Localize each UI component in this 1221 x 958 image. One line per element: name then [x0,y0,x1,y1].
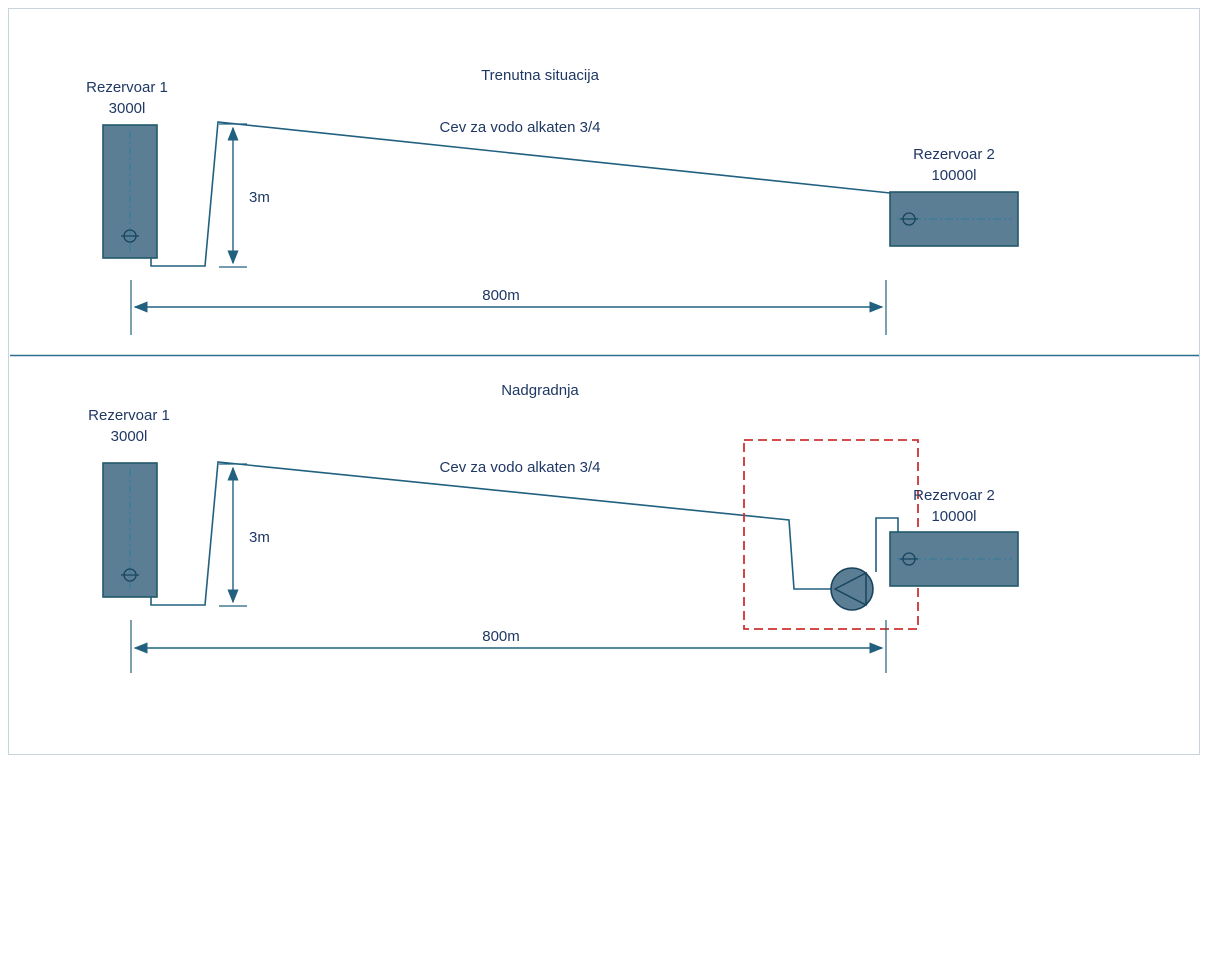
pipe-run-inlet [150,461,831,606]
tank2-name-label: Rezervoar 2 [913,487,995,504]
section-upgrade: Nadgradnja Rezervoar 1 3000l Cev za vodo… [88,382,1019,673]
distance-dimension: 800m [130,280,887,335]
section-title: Nadgradnja [501,382,579,399]
tank2-capacity-label: 10000l [931,167,976,184]
distance-dimension: 800m [130,620,887,673]
height-dimension-label: 3m [249,529,270,546]
pipe-label: Cev za vodo alkaten 3/4 [440,459,601,476]
tank1-valve-icon [121,568,139,582]
distance-dimension-label: 800m [482,628,520,645]
tank1-name-label: Rezervoar 1 [88,407,170,424]
tank1-valve-icon [121,229,139,243]
page-frame [8,8,1200,755]
tank1-capacity-label: 3000l [109,100,146,117]
pipe-run [150,121,891,267]
height-dimension-label: 3m [249,189,270,206]
tank2-capacity-label: 10000l [931,508,976,525]
section-title: Trenutna situacija [481,67,599,84]
distance-dimension-label: 800m [482,287,520,304]
pump-icon [830,567,874,611]
pipe-run-outlet [875,517,899,572]
section-current-situation: Trenutna situacija Rezervoar 1 3000l Cev… [86,67,1019,335]
height-dimension: 3m [219,123,270,268]
tank1-name-label: Rezervoar 1 [86,79,168,96]
height-dimension: 3m [219,463,270,607]
tank2-valve-icon [900,212,918,226]
pipe-label: Cev za vodo alkaten 3/4 [440,119,601,136]
tank2-valve-icon [900,552,918,566]
tank1-capacity-label: 3000l [111,428,148,445]
tank2-name-label: Rezervoar 2 [913,146,995,163]
